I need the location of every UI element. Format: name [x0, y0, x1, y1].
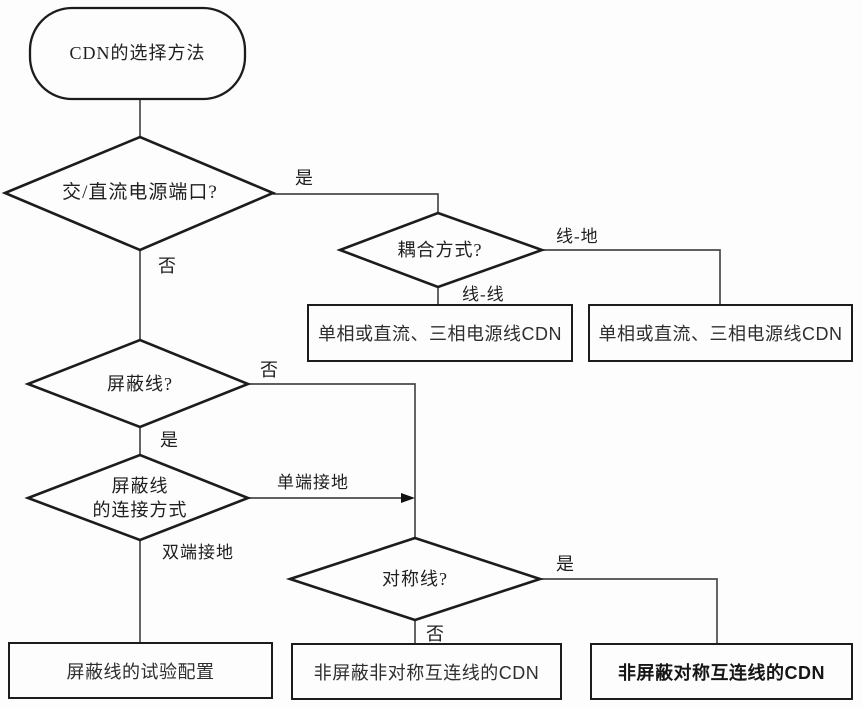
edge-label-symmetric-no: 否: [426, 624, 445, 644]
edge-label-conn-single-end: 单端接地: [277, 473, 349, 492]
result-unshielded-symmetric: 非屏蔽对称互连线的CDN: [590, 643, 853, 700]
decision-symmetric-label: 对称线?: [382, 568, 448, 589]
edge-label-coupling-line-line: 线-线: [462, 285, 505, 304]
decision-shielded-shape: [24, 338, 252, 429]
result-unshielded-asymmetric: 非屏蔽非对称互连线的CDN: [291, 643, 562, 700]
decision-coupling-label: 耦合方式?: [397, 239, 483, 260]
edge-label-acdc-no: 否: [158, 256, 177, 276]
edge-label-coupling-line-ground: 线-地: [556, 227, 599, 246]
edge-symmetric-yes-to-box: [540, 578, 718, 643]
result-power-cdn-right: 单相或直流、三相电源线CDN: [588, 304, 853, 362]
decision-symmetric-shape: [285, 536, 545, 622]
edge-label-shielded-yes: 是: [160, 430, 179, 450]
result-power-cdn-left: 单相或直流、三相电源线CDN: [307, 304, 573, 362]
start-node-shape: [28, 6, 247, 101]
edge-acdc-yes-to-coupling: [273, 193, 439, 213]
arrowhead-singleend-icon: [401, 493, 415, 503]
edge-coupling-lineground-to-box: [542, 249, 721, 305]
result-shield-test-config: 屏蔽线的试验配置: [8, 642, 273, 699]
edge-label-acdc-yes: 是: [295, 168, 314, 188]
start-node-label: CDN的选择方法: [69, 43, 206, 64]
decision-shielded-label: 屏蔽线?: [107, 373, 173, 394]
decision-acdc-shape: [1, 135, 277, 252]
edge-label-symmetric-yes: 是: [556, 554, 575, 574]
edge-label-shielded-no: 否: [260, 360, 279, 380]
decision-acdc-label: 交/直流电源端口?: [62, 182, 218, 204]
decision-shield-connection-shape: [24, 453, 252, 542]
decision-shield-connection-label: 屏蔽线 的连接方式: [92, 475, 188, 520]
edge-label-conn-double-end: 双端接地: [162, 543, 234, 562]
edge-shielded-no-to-symmetric: [248, 383, 416, 538]
decision-coupling-shape: [336, 211, 546, 289]
